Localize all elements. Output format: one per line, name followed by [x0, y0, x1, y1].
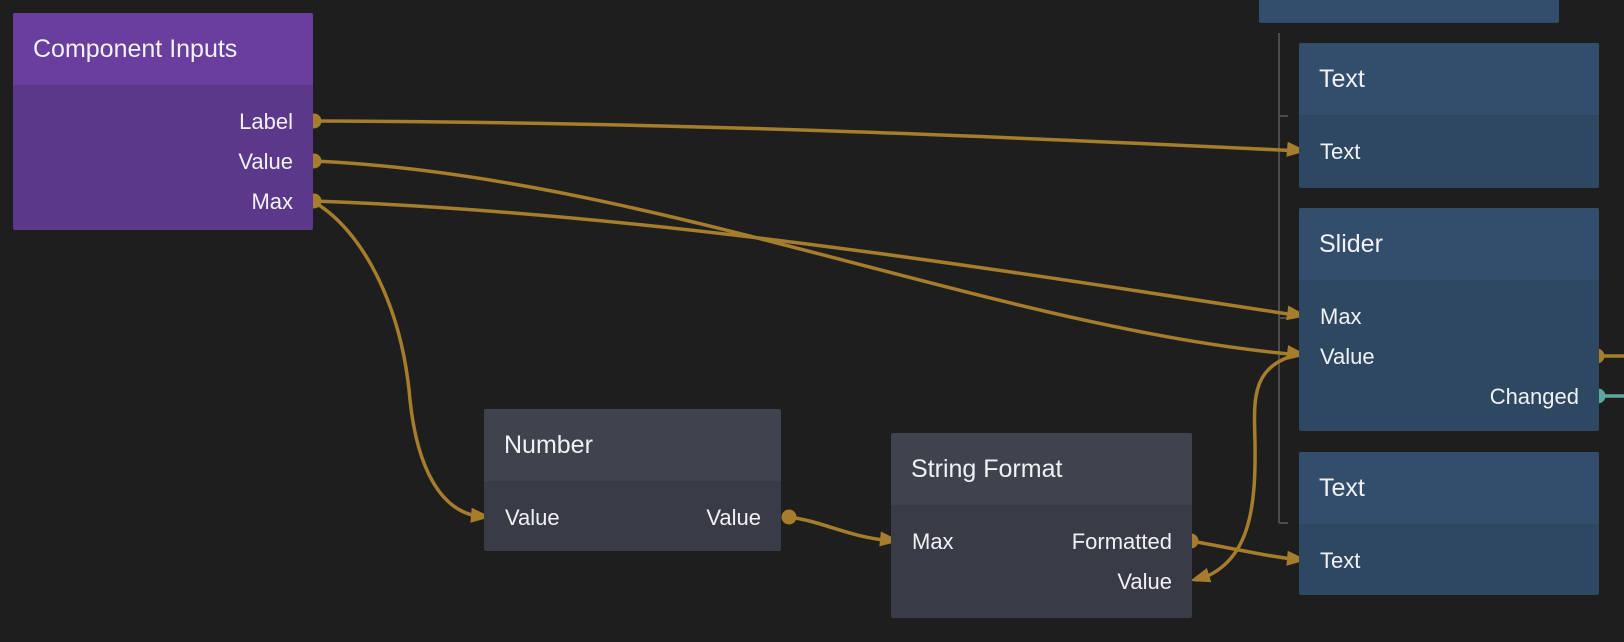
arrowhead-string-format-max-in[interactable] [879, 531, 900, 547]
port-max[interactable]: Max [251, 189, 293, 214]
port-value[interactable]: Value [238, 149, 293, 174]
node-group-parent[interactable] [1259, 0, 1559, 23]
node-header[interactable]: Component Inputs [13, 13, 313, 85]
port-dot-number-value-out[interactable] [781, 509, 797, 525]
port-max[interactable]: Max [1320, 304, 1362, 329]
wire-max-to-slider-max[interactable] [312, 199, 1303, 318]
wire-max-to-number-value[interactable] [312, 200, 487, 519]
node-header[interactable]: Number [484, 409, 781, 481]
hierarchy-line [1278, 33, 1288, 524]
node-header[interactable]: Text [1299, 43, 1599, 115]
port-max[interactable]: Max [912, 529, 954, 554]
wire-number-value-to-sf-max[interactable] [787, 515, 896, 543]
arrowhead-slider-value-in[interactable] [1286, 345, 1307, 360]
node-title: Number [504, 430, 593, 459]
arrowhead-number-value-in[interactable] [470, 507, 491, 523]
port-value[interactable]: Value [706, 505, 761, 530]
node-title: Component Inputs [33, 34, 238, 63]
node-header[interactable]: Text [1299, 452, 1599, 524]
arrowhead-text-bottom-text-in[interactable] [1286, 550, 1307, 566]
node-title: String Format [911, 454, 1063, 483]
port-text[interactable]: Text [1320, 139, 1361, 164]
port-label[interactable]: Label [239, 109, 293, 134]
wire-label-to-text-text[interactable] [312, 119, 1303, 153]
port-text[interactable]: Text [1320, 548, 1361, 573]
port-value[interactable]: Value [1320, 344, 1375, 369]
node-title: Slider [1319, 229, 1383, 258]
node-header[interactable]: Slider [1299, 208, 1599, 280]
node-title: Text [1319, 473, 1365, 502]
wire-sf-formatted-to-text-text[interactable] [1189, 539, 1303, 562]
wire-slider-value-to-sf-value[interactable] [1195, 352, 1301, 582]
port-value[interactable]: Value [1117, 569, 1172, 594]
node-header[interactable] [1259, 0, 1559, 22]
node-title: Text [1319, 64, 1365, 93]
node-header[interactable]: String Format [891, 433, 1192, 505]
arrowhead-text-top-text-in[interactable] [1286, 141, 1307, 157]
wire-value-to-slider-value[interactable] [312, 159, 1303, 357]
port-value[interactable]: Value [505, 505, 560, 530]
arrowhead-string-format-value-in[interactable] [1190, 568, 1212, 583]
port-formatted[interactable]: Formatted [1071, 529, 1172, 554]
port-changed[interactable]: Changed [1489, 384, 1579, 409]
